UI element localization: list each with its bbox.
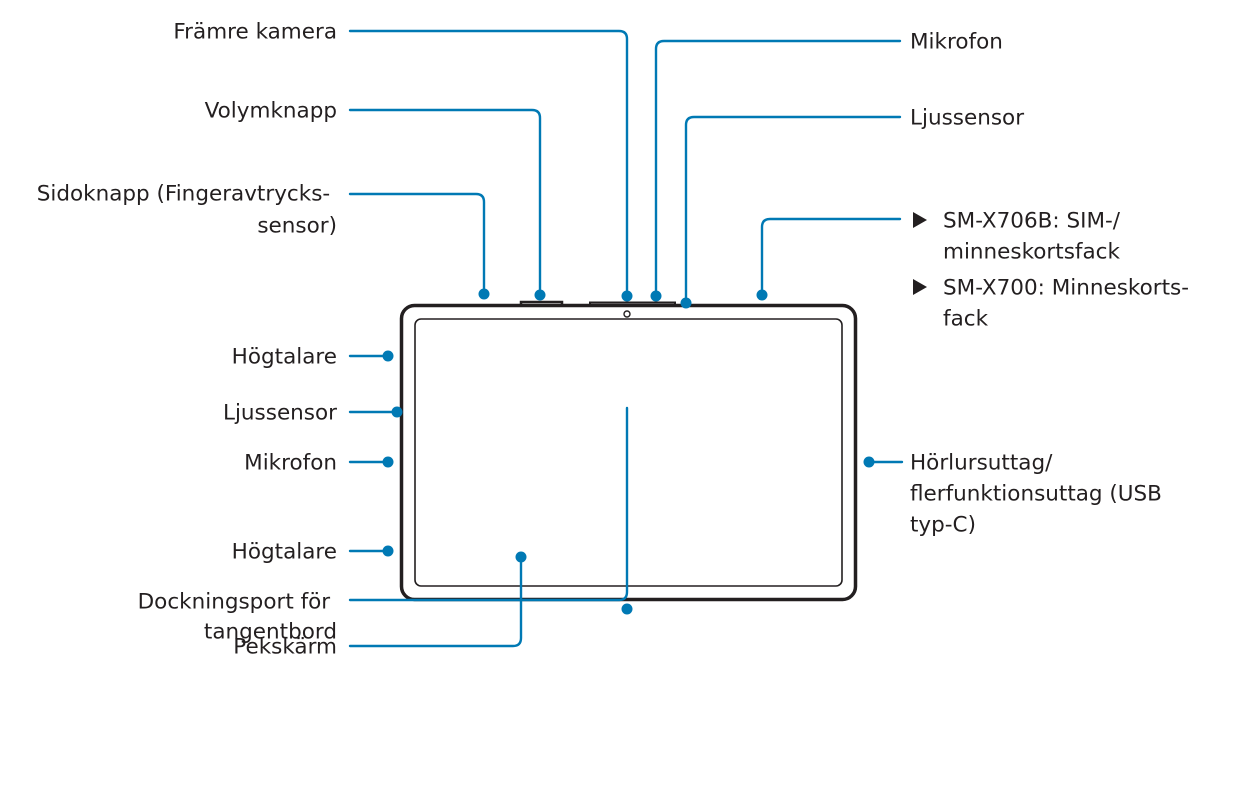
- leader-docking-port: [348, 406, 629, 602]
- tablet-front-view: [399, 300, 858, 602]
- camera-strip-shape: [589, 301, 676, 305]
- dot-front-camera: [621, 290, 633, 302]
- label-touchscreen: Pekskärm: [233, 635, 337, 660]
- label-light-sensor-top: Ljussensor: [910, 106, 1024, 131]
- leader-light-sensor-top: [684, 115, 902, 305]
- label-docking-port: Dockningsport för tangentbord: [138, 590, 337, 645]
- right-labels: Mikrofon Ljussensor SM-X706B: SIM-/ minn…: [910, 30, 1196, 538]
- label-microphone-top: Mikrofon: [910, 30, 1003, 55]
- dot-light-sensor-left: [391, 406, 403, 418]
- label-front-camera: Främre kamera: [173, 20, 337, 45]
- label-side-button: Sidoknapp (Fingeravtrycks- sensor): [37, 182, 337, 239]
- dot-microphone-top: [650, 290, 662, 302]
- label-sim-tray-entry-1: SM-X706B: SIM-/ minneskortsfack: [943, 209, 1127, 265]
- label-microphone-left: Mikrofon: [244, 451, 337, 476]
- dot-side-button: [478, 288, 490, 300]
- label-speaker-top: Högtalare: [232, 345, 337, 370]
- dot-touchscreen: [515, 551, 527, 563]
- leader-volume-button: [348, 108, 542, 297]
- tablet-body-outline: [399, 303, 858, 602]
- dot-headset-jack: [863, 456, 875, 468]
- leader-sim-tray: [760, 217, 902, 297]
- dot-docking-port: [621, 603, 633, 615]
- dot-microphone-left: [382, 456, 394, 468]
- leader-microphone-top: [654, 39, 902, 298]
- front-camera-lens: [623, 310, 631, 318]
- label-headset-jack: Hörlursuttag/ flerfunktionsuttag (USB ty…: [910, 451, 1169, 538]
- triangle-right-icon: [913, 279, 927, 295]
- dot-sim-tray: [756, 289, 768, 301]
- volume-button-shape: [519, 300, 564, 305]
- callout-dots: [382, 288, 875, 615]
- dot-light-sensor-top: [680, 297, 692, 309]
- label-volume-button: Volymknapp: [205, 99, 337, 124]
- triangle-right-icon: [913, 212, 927, 228]
- leader-front-camera: [348, 29, 629, 298]
- leader-side-button: [348, 192, 486, 296]
- leader-touchscreen: [348, 555, 523, 648]
- label-light-sensor-left: Ljussensor: [223, 401, 337, 426]
- label-sim-tray-entry-2: SM-X700: Minneskorts- fack: [943, 276, 1196, 332]
- left-labels: Främre kamera Volymknapp Sidoknapp (Fing…: [37, 20, 337, 660]
- sim-tray-list: SM-X706B: SIM-/ minneskortsfack SM-X700:…: [913, 209, 1196, 332]
- leader-lines: [348, 29, 904, 648]
- label-speaker-bottom: Högtalare: [232, 540, 337, 565]
- tablet-screen-outline: [414, 318, 843, 587]
- dot-speaker-bottom: [382, 545, 394, 557]
- dot-speaker-top: [382, 350, 394, 362]
- dot-volume-button: [534, 289, 546, 301]
